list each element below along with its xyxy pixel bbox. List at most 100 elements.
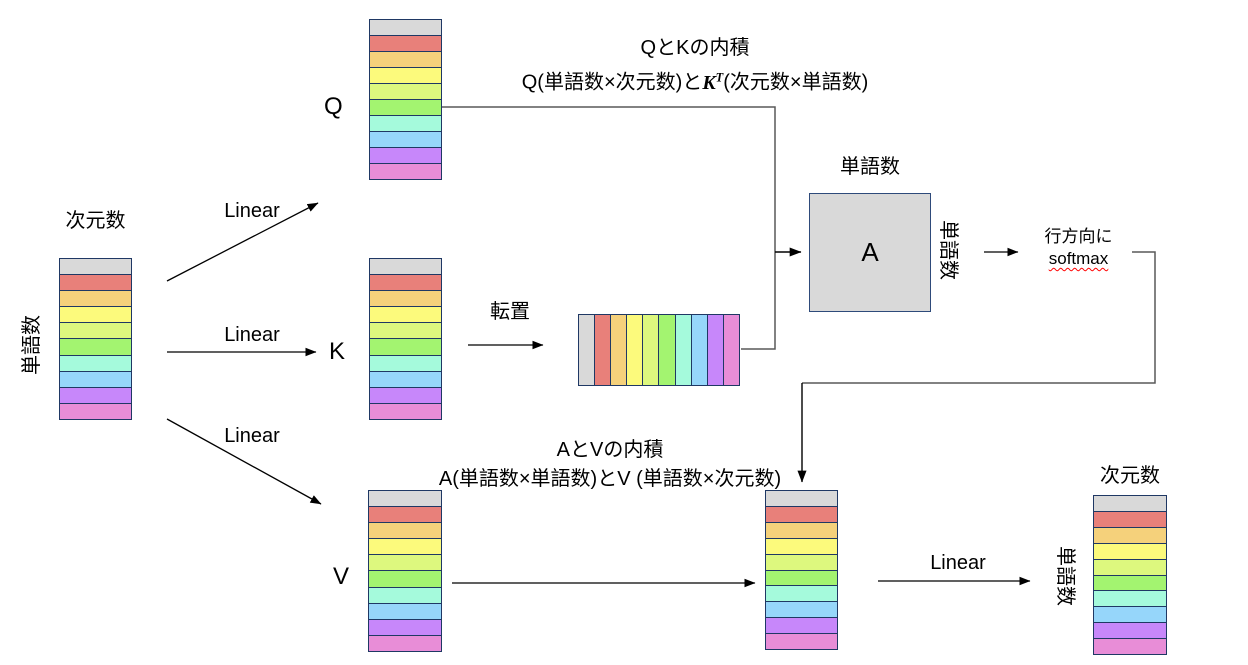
matrix-cell — [1094, 638, 1166, 655]
qk-product-title: QとKの内積 — [640, 37, 750, 59]
matrix-cell — [369, 634, 441, 651]
matrix-cell — [60, 322, 131, 339]
matrix-cell — [594, 315, 611, 385]
matrix-cell — [370, 99, 441, 115]
matrix-cell — [370, 306, 441, 323]
matrix-cell — [370, 51, 441, 67]
linear-label-q: Linear — [224, 200, 280, 222]
av-product-title: AとVの内積 — [556, 439, 664, 461]
matrix-cell — [370, 259, 441, 275]
source-matrix-side-label: 単語数 — [21, 315, 43, 375]
k-matrix — [369, 258, 442, 420]
matrix-cell — [60, 370, 131, 387]
matrix-cell — [369, 602, 441, 619]
matrix-cell — [369, 554, 441, 571]
matrix-cell — [369, 522, 441, 539]
k-transposed-matrix — [578, 314, 740, 386]
matrix-cell — [60, 386, 131, 403]
matrix-cell — [370, 386, 441, 403]
qk-formula-prefix: Q(単語数×次元数)と — [521, 71, 703, 94]
source-matrix — [59, 258, 132, 420]
matrix-cell — [766, 617, 837, 634]
output-matrix — [1093, 495, 1167, 655]
matrix-cell — [642, 315, 659, 385]
matrix-cell — [1094, 526, 1166, 543]
matrix-cell — [766, 633, 837, 650]
matrix-cell — [60, 306, 131, 323]
matrix-cell — [706, 315, 723, 385]
matrix-cell — [60, 338, 131, 355]
matrix-cell — [766, 585, 837, 602]
matrix-cell — [1094, 574, 1166, 591]
matrix-cell — [1094, 606, 1166, 623]
matrix-cell — [610, 315, 627, 385]
matrix-cell — [690, 315, 707, 385]
softmax-annotation: 行方向に softmax — [1020, 226, 1137, 270]
av-product-annotation: AとVの内積 A(単語数×単語数)とV (単語数×次元数) — [379, 436, 841, 494]
matrix-cell — [370, 163, 441, 179]
matrix-cell — [766, 505, 837, 522]
matrix-cell — [369, 506, 441, 523]
matrix-cell — [369, 586, 441, 603]
matrix-cell — [1094, 558, 1166, 575]
matrix-cell — [766, 569, 837, 586]
matrix-cell — [369, 538, 441, 555]
v-matrix — [368, 490, 442, 652]
matrix-cell — [370, 338, 441, 355]
matrix-cell — [722, 315, 739, 385]
q-matrix-label: Q — [324, 93, 343, 120]
matrix-cell — [370, 67, 441, 83]
transpose-label: 転置 — [490, 301, 530, 323]
qk-product-annotation: QとKの内積 Q(単語数×次元数)とKT(次元数×単語数) — [445, 34, 945, 98]
matrix-cell — [369, 491, 441, 507]
matrix-cell — [370, 147, 441, 163]
matrix-cell — [370, 402, 441, 419]
attention-matrix-box: A — [809, 193, 931, 312]
linear-label-out: Linear — [930, 552, 986, 574]
av-result-matrix — [765, 490, 838, 650]
qk-formula-suffix: (次元数×単語数) — [723, 71, 869, 94]
matrix-cell — [674, 315, 691, 385]
matrix-cell — [1094, 590, 1166, 607]
matrix-cell — [626, 315, 643, 385]
qk-formula-kt: KT — [702, 70, 723, 94]
matrix-cell — [369, 618, 441, 635]
a-box-side-label: 単語数 — [937, 220, 959, 280]
matrix-cell — [370, 322, 441, 339]
qk-product-formula: Q(単語数×次元数)とKT(次元数×単語数) — [445, 63, 945, 98]
matrix-cell — [766, 537, 837, 554]
matrix-cell — [1094, 622, 1166, 639]
matrix-cell — [766, 491, 837, 506]
matrix-cell — [60, 402, 131, 419]
matrix-cell — [370, 83, 441, 99]
a-box-top-label: 単語数 — [840, 156, 900, 178]
matrix-cell — [658, 315, 675, 385]
matrix-cell — [60, 259, 131, 275]
v-matrix-label: V — [333, 563, 350, 590]
matrix-cell — [1094, 496, 1166, 511]
matrix-cell — [370, 354, 441, 371]
source-matrix-top-label: 次元数 — [65, 210, 126, 232]
matrix-cell — [1094, 542, 1166, 559]
matrix-cell — [370, 35, 441, 51]
matrix-cell — [1094, 510, 1166, 527]
matrix-cell — [766, 521, 837, 538]
matrix-cell — [60, 274, 131, 291]
matrix-cell — [766, 601, 837, 618]
k-matrix-label: K — [329, 338, 346, 365]
matrix-cell — [60, 354, 131, 371]
matrix-cell — [370, 115, 441, 131]
matrix-cell — [370, 131, 441, 147]
qk-formula-var: K — [702, 71, 716, 94]
matrix-cell — [370, 370, 441, 387]
output-matrix-side-label: 単語数 — [1054, 546, 1076, 606]
linear-label-v: Linear — [224, 425, 280, 447]
matrix-cell — [369, 570, 441, 587]
matrix-cell — [60, 290, 131, 307]
softmax-line2: softmax — [1048, 249, 1109, 268]
q-matrix — [369, 19, 442, 180]
av-product-formula: A(単語数×単語数)とV (単語数×次元数) — [438, 468, 782, 490]
matrix-cell — [370, 274, 441, 291]
matrix-cell — [579, 315, 595, 385]
